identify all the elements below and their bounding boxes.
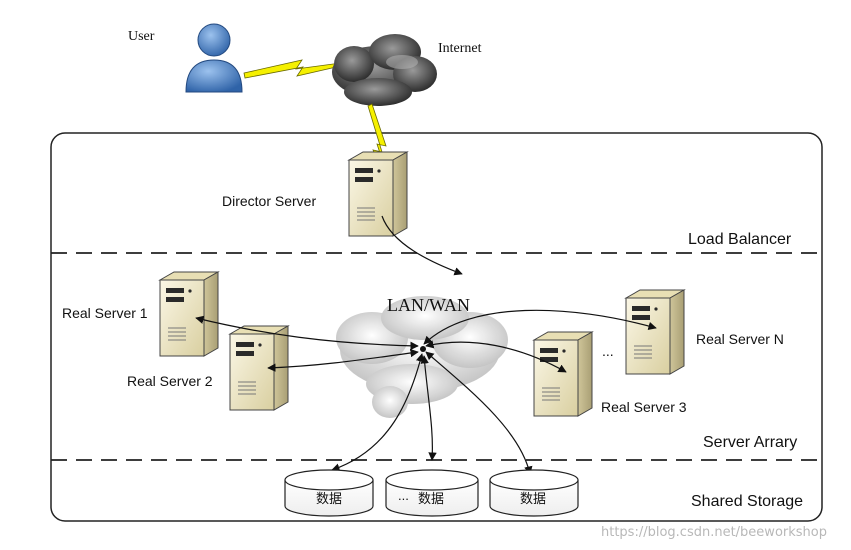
user-icon (185, 23, 243, 93)
shared-storage-label: Shared Storage (691, 493, 803, 510)
rs1-link (195, 315, 419, 351)
rsn-link (423, 309, 657, 345)
storage-1-link (331, 353, 425, 472)
storage-1-label: 数据 (316, 491, 342, 506)
real-server-n-icon (625, 289, 685, 375)
storage-3-link (425, 351, 533, 475)
internet-label: Internet (438, 41, 482, 56)
server-array-label: Server Arrary (703, 434, 797, 451)
director-server-icon (348, 151, 408, 237)
lan-hub (420, 346, 426, 352)
real-server-1-icon (159, 271, 219, 357)
connection-lines (195, 215, 657, 475)
storage-2-label: 数据 (418, 491, 444, 506)
real-server-2-label: Real Server 2 (127, 373, 213, 389)
user-label: User (128, 29, 155, 44)
lan-wan-label: LAN/WAN (387, 295, 470, 315)
real-server-3-icon (533, 331, 593, 417)
internet-cloud-icon (332, 34, 437, 106)
real-server-1-label: Real Server 1 (62, 305, 148, 321)
storage-disk-3 (489, 469, 579, 517)
storage-disk-1 (284, 469, 374, 517)
storage-3-label: 数据 (520, 491, 546, 506)
storage-disk-2 (385, 469, 479, 517)
load-balancer-label: Load Balancer (688, 231, 792, 248)
director-server-label: Director Server (222, 193, 316, 209)
real-server-3-label: Real Server 3 (601, 399, 687, 415)
watermark: https://blog.csdn.net/beeworkshop (601, 525, 827, 540)
real-server-n-label: Real Server N (696, 331, 784, 347)
server-ellipsis: ... (602, 343, 614, 359)
director-to-lan-arrow (381, 215, 463, 276)
storage-2-prefix: ... (398, 488, 409, 503)
